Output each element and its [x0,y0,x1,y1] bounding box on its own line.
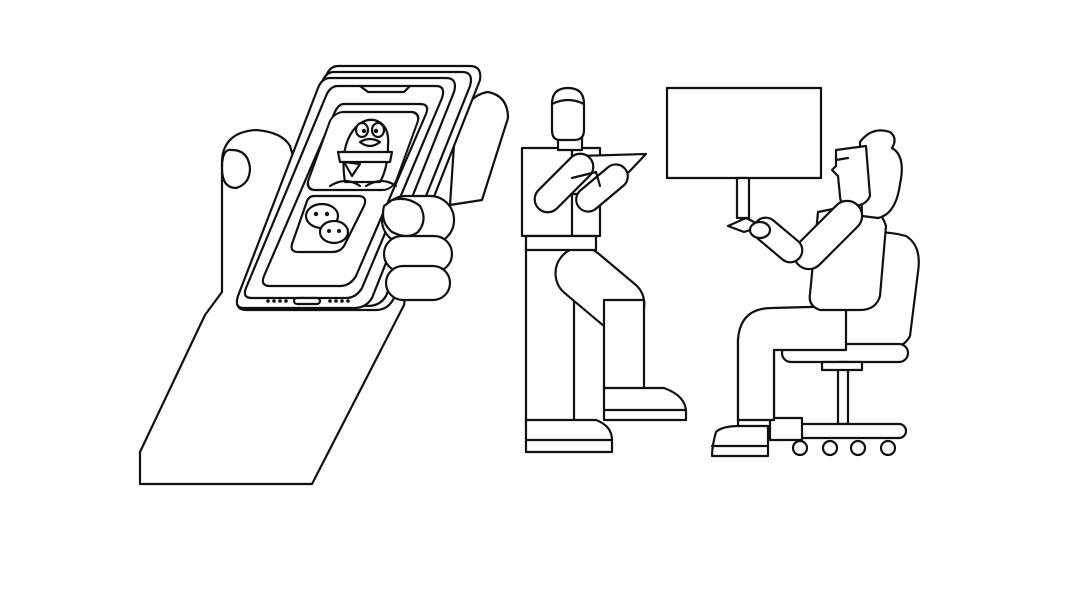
monitor-screen [665,86,823,180]
phone [235,64,482,312]
thumb [220,148,252,190]
wechat-icon [290,194,367,254]
standing-man [520,86,688,454]
chair-post [836,360,850,426]
monitor [665,86,823,234]
chair-wheel [879,439,897,457]
seated-thigh [736,304,848,422]
chair-wheel [849,439,867,457]
arm-upper [533,152,595,214]
arm-lower [575,163,629,213]
qq-penguin-icon [306,110,420,192]
seated-back-shoe [768,416,804,442]
monitor-stand [735,176,751,220]
head [550,86,586,142]
phone-speaker-grille [266,296,350,306]
chair-wheel [791,439,809,457]
seated-forearm [752,216,804,264]
phone-notch [358,84,412,94]
shin [602,298,646,396]
seated-person [710,129,903,458]
belt [524,234,598,252]
seated-head [830,144,872,208]
right-shoe [602,386,688,422]
seated-hand [748,220,772,240]
front-fingers [380,194,456,302]
seated-shoe [710,424,770,458]
left-shoe [524,418,614,454]
chair-wheel [821,439,839,457]
seated-upper-arm [792,199,864,271]
chair-post-cap [820,360,864,372]
